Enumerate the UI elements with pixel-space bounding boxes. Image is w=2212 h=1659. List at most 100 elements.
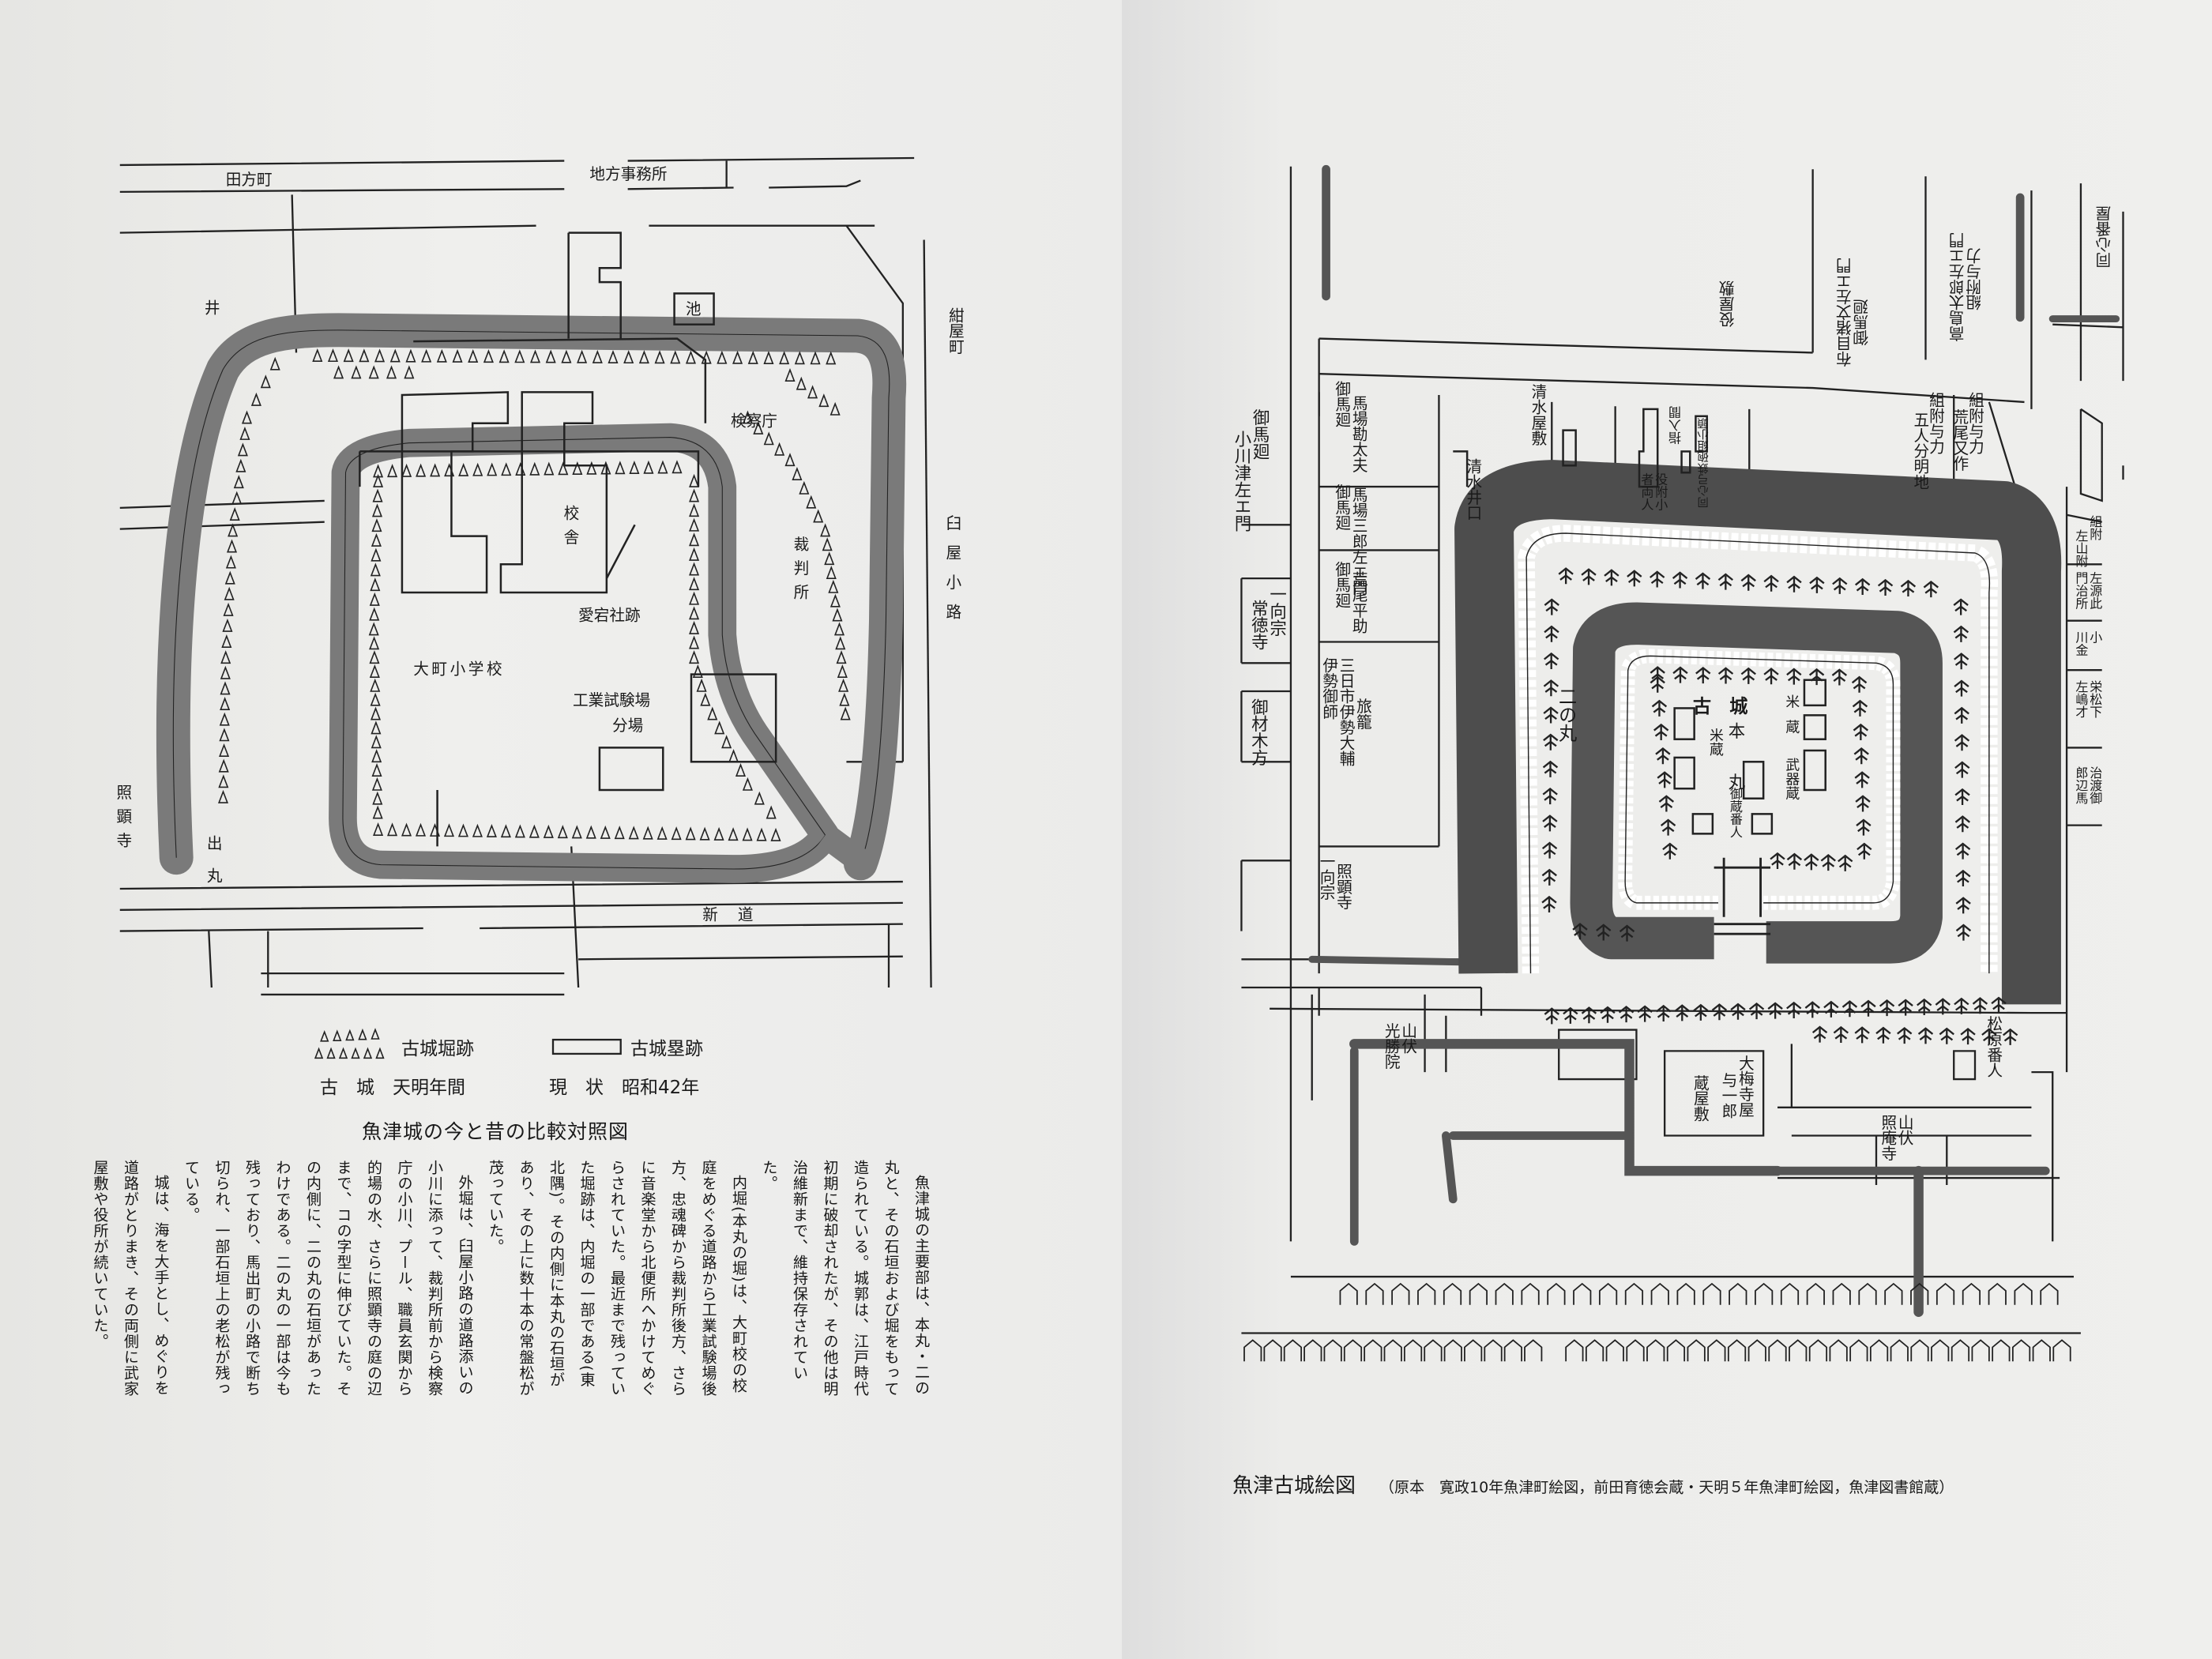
moat-trace-triangle: [226, 539, 238, 553]
moat-trace-triangle: [401, 463, 412, 477]
moat-trace-triangle: [269, 356, 280, 371]
house-mark: [1364, 1339, 1382, 1362]
house-mark: [1832, 1282, 1851, 1305]
house-mark: [1391, 1282, 1410, 1305]
label-ogawa-b: 小川津左エ門: [1232, 430, 1251, 532]
label-yakuzuke-a: 役附小: [1653, 472, 1668, 511]
moat-trace-triangle: [824, 551, 835, 566]
moat-trace-triangle: [558, 461, 569, 476]
moat-trace-triangle: [430, 463, 441, 477]
moat-trace-triangle: [235, 458, 246, 472]
moat-trace-triangle: [371, 547, 382, 562]
house-mark: [1755, 1282, 1774, 1305]
house-mark: [1624, 1282, 1644, 1305]
pine-tree-mark: [1879, 999, 1895, 1017]
moat-trace-triangle: [794, 351, 805, 365]
moat-trace-triangle: [387, 464, 398, 478]
pine-tree-mark: [1717, 573, 1734, 590]
moat-trace-triangle: [514, 349, 525, 363]
moat-trace-triangle: [373, 822, 384, 836]
label-tagata-machi: 田方町: [226, 171, 273, 189]
moat-trace-triangle: [826, 565, 837, 579]
moat-trace-triangle: [369, 592, 380, 606]
moat-trace-triangle: [623, 350, 634, 364]
right-outer-moat: [1454, 460, 2062, 1005]
pine-tree-mark: [1770, 852, 1785, 869]
moat-trace-triangle: [689, 473, 700, 487]
moat-trace-triangle: [577, 349, 588, 363]
label-kurayashiki: 蔵屋敷: [1691, 1075, 1709, 1122]
moat-trace-triangle: [529, 349, 541, 363]
house-mark: [1585, 1339, 1604, 1362]
moat-trace-triangle: [371, 518, 382, 532]
moat-trace-triangle: [836, 650, 847, 664]
moat-trace-triangle: [643, 460, 654, 474]
legend-moat-label: 古城堀跡: [401, 1039, 474, 1059]
moat-trace-triangle: [374, 348, 386, 363]
moat-trace-triangle: [692, 664, 703, 678]
house-mark: [1910, 1282, 1929, 1305]
pine-tree-mark: [1855, 577, 1871, 595]
label-ise-a: 伊勢御師: [1320, 657, 1338, 720]
label-e2-a: 左源此: [2087, 571, 2102, 609]
moat-trace-triangle: [728, 749, 739, 763]
house-mark: [1962, 1282, 1981, 1305]
pine-tree-mark: [1854, 1026, 1870, 1044]
moat-trace-triangle: [672, 460, 683, 474]
moat-trace-triangle: [754, 791, 765, 805]
moat-trace-triangle: [820, 523, 831, 537]
pine-tree-mark: [1955, 897, 1971, 914]
label-usuya-koji: 臼屋小路: [943, 515, 961, 634]
label-matsubara: 松原番人: [1984, 1016, 2003, 1078]
moat-trace-triangle: [368, 622, 379, 636]
label-kensatsucho: 検察庁: [731, 412, 777, 430]
moat-trace-triangle: [753, 420, 764, 434]
moat-trace-triangle: [370, 678, 381, 692]
moat-trace-triangle: [333, 365, 344, 379]
moat-trace-triangle: [220, 650, 231, 664]
moat-trace-triangle: [472, 462, 483, 476]
moat-trace-triangle: [717, 350, 728, 364]
moat-trace-triangle: [685, 350, 697, 364]
label-daibaiji-a: 大梅寺屋: [1736, 1055, 1754, 1118]
label-kojo: 古 城: [1693, 696, 1748, 717]
label-e3-b: 川金: [2073, 630, 2088, 656]
moat-trace-triangle: [370, 577, 381, 592]
label-arao-heisuke-a: 御馬廻: [1333, 562, 1351, 608]
moat-trace-triangle: [561, 349, 572, 363]
house-mark: [1768, 1339, 1787, 1362]
pine-tree-mark: [1657, 771, 1672, 788]
pine-tree-mark: [1674, 1004, 1690, 1021]
label-jotokuji-a: 一向宗: [1267, 585, 1287, 637]
right-old-castle-map: 同心番屋 組附与力 高島太郎左エ門 御馬廻 布目猪文左エ門 役屋敷 御馬廻 馬場…: [1232, 164, 2124, 1362]
moat-trace-triangle: [327, 348, 339, 363]
moat-trace-triangle: [375, 1047, 385, 1059]
moat-trace-triangle: [371, 532, 382, 547]
moat-trace-triangle: [830, 401, 841, 416]
moat-trace-triangle: [386, 365, 397, 379]
house-mark: [1971, 1339, 1990, 1362]
label-ise-b: 三日市伊勢大輔: [1337, 657, 1355, 766]
pine-tree-mark: [2002, 1028, 2018, 1045]
label-shoanji-a: 山伏: [1895, 1115, 1913, 1146]
moat-trace-triangle: [529, 824, 540, 838]
pine-tree-mark: [1767, 1002, 1783, 1019]
pine-tree-mark: [1954, 842, 1971, 860]
moat-trace-triangle: [628, 826, 639, 840]
moat-trace-triangle: [241, 410, 253, 424]
label-gonin-b: 五人分明地: [1911, 412, 1929, 489]
moat-trace-triangle: [224, 586, 235, 600]
moat-trace-triangle: [822, 537, 833, 551]
moat-trace-triangle: [700, 692, 711, 706]
moat-trace-triangle: [371, 749, 382, 763]
label-kogyo-shikenjo: 工業試験場: [573, 691, 650, 709]
moat-trace-triangle: [468, 349, 479, 363]
pine-tree-mark: [1672, 666, 1688, 683]
moat-trace-triangle: [436, 348, 447, 363]
house-mark: [1469, 1282, 1488, 1305]
moat-trace-triangle: [372, 791, 383, 805]
label-bukigura: 武器蔵: [1783, 758, 1800, 800]
moat-trace-triangle: [828, 579, 839, 593]
pine-tree-mark: [1662, 842, 1678, 860]
